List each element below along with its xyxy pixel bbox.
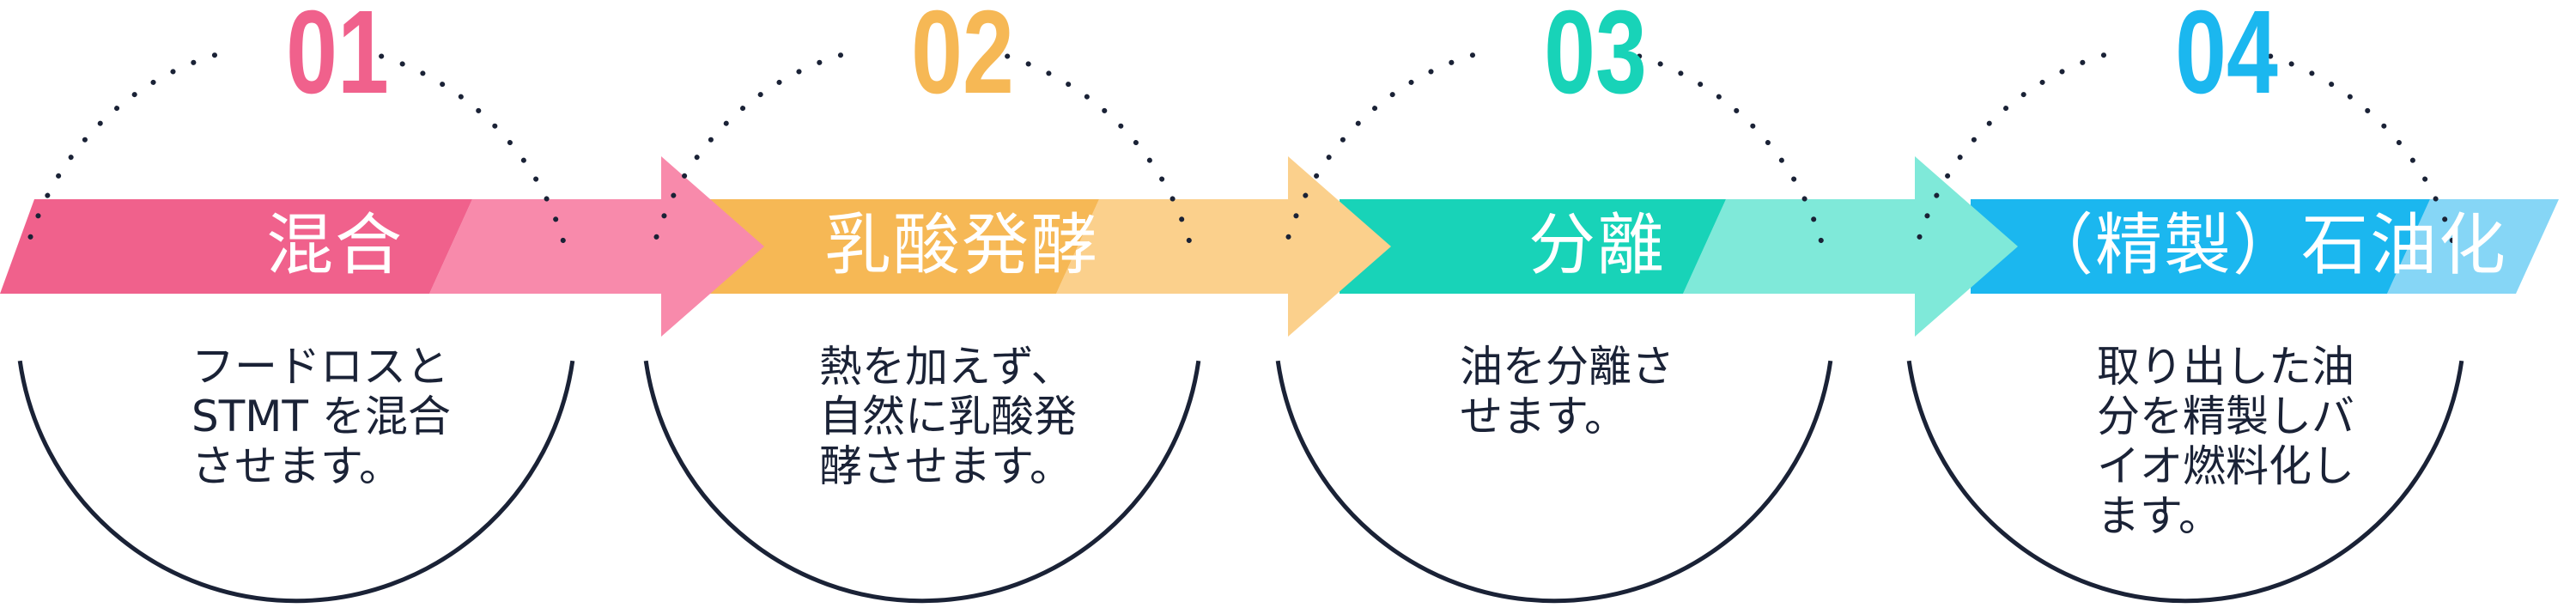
step-4-arrow (1971, 199, 2559, 294)
dotted-arc-left (1916, 52, 2106, 243)
step-4-arrow-light (2387, 199, 2559, 294)
step-4-circle (1906, 52, 2464, 604)
step-3-arrow-band (1340, 199, 1726, 294)
step-2-arrow (704, 156, 1391, 337)
solid-arc-bottom (1906, 360, 2464, 604)
step-2-circle (643, 52, 1201, 604)
step-4-arrow-band (1971, 199, 2430, 294)
dotted-arc-right (1001, 52, 1192, 243)
dotted-arc-left (653, 52, 843, 243)
solid-arc-bottom (643, 360, 1201, 604)
step-3-circle (1275, 52, 1833, 604)
dotted-arc-right (2264, 52, 2455, 243)
solid-arc-bottom (17, 360, 575, 604)
step-1-arrow-light (429, 156, 764, 337)
dotted-arc-right (375, 52, 566, 243)
dotted-arc-left (1285, 52, 1475, 243)
solid-arc-bottom (1275, 360, 1833, 604)
step-3-arrow-light (1683, 156, 2018, 337)
step-3-arrow (1340, 156, 2018, 337)
dotted-arc-right (1633, 52, 1824, 243)
step-1-circle (17, 52, 575, 604)
step-1-arrow (0, 156, 764, 337)
step-1-arrow-band (0, 199, 472, 294)
step-2-arrow-light (1056, 156, 1391, 337)
step-2-arrow-band (704, 199, 1099, 294)
dotted-arc-left (27, 52, 217, 243)
